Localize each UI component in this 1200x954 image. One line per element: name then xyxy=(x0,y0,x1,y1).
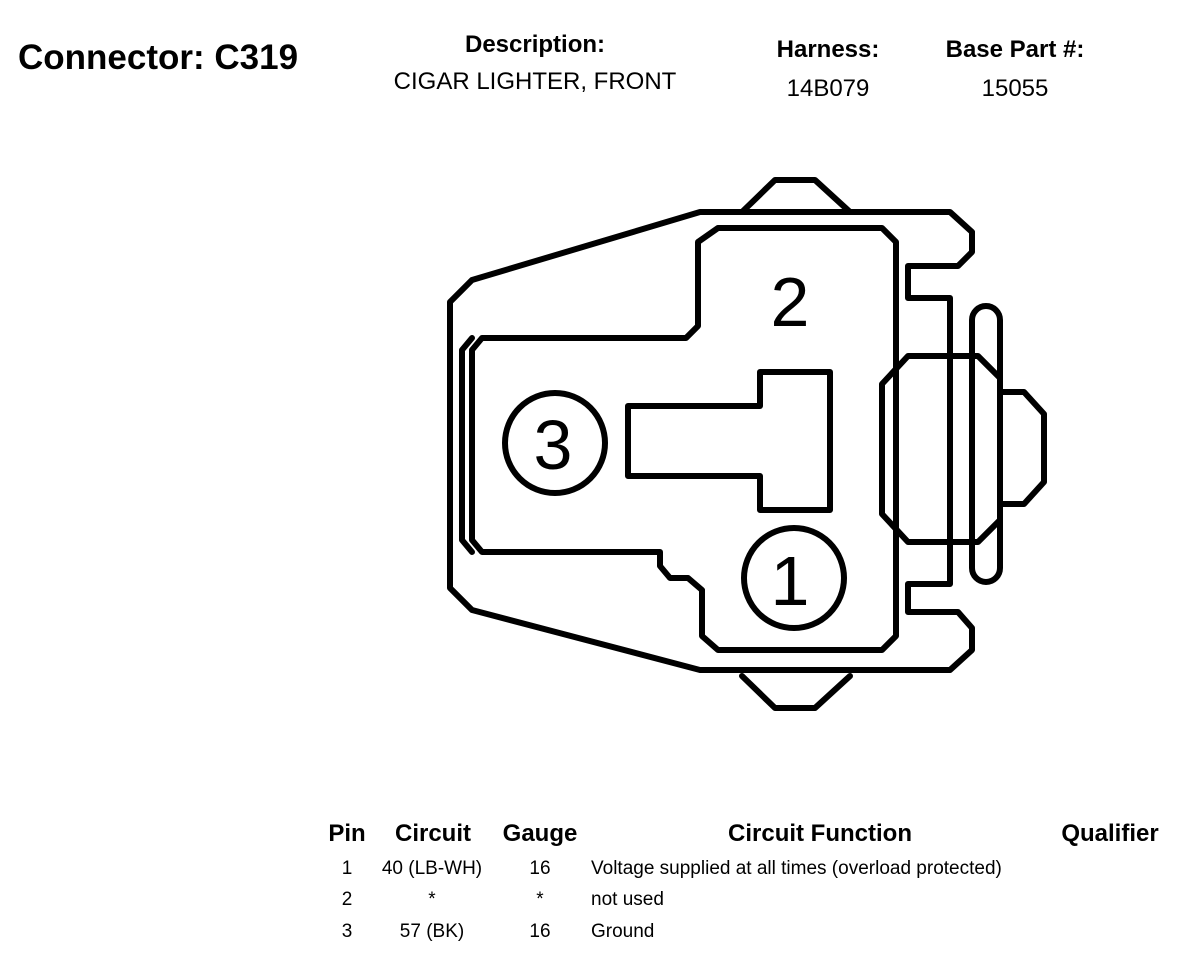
row-function: not used xyxy=(591,889,664,910)
table-header-pin: Pin xyxy=(328,820,366,847)
inner-housing xyxy=(469,225,899,653)
lock-button xyxy=(879,353,1047,545)
row-pin: 2 xyxy=(341,889,353,910)
pin-label-1: 1 xyxy=(771,542,810,620)
side-guide xyxy=(459,335,475,555)
row-pin: 1 xyxy=(341,858,353,879)
base-part-label: Base Part #: xyxy=(945,36,1085,63)
harness-label: Harness: xyxy=(776,36,880,63)
row-circuit: 40 (LB-WH) xyxy=(381,858,483,879)
base-part-value: 15055 xyxy=(981,75,1049,102)
outer-housing xyxy=(447,209,975,673)
row-gauge: * xyxy=(536,889,544,910)
row-gauge: 16 xyxy=(529,921,551,942)
table-header-function: Circuit Function xyxy=(728,820,912,847)
row-gauge: 16 xyxy=(529,858,551,879)
pin-label-3: 3 xyxy=(534,406,573,484)
table-header-qualifier: Qualifier xyxy=(1061,820,1159,847)
t-key xyxy=(625,369,833,513)
pin-cavity-1 xyxy=(741,525,847,631)
row-circuit: 57 (BK) xyxy=(399,921,465,942)
top-latch xyxy=(739,177,853,215)
description-label: Description: xyxy=(464,31,605,58)
bottom-latch xyxy=(739,673,853,711)
row-pin: 3 xyxy=(341,921,353,942)
description-value: CIGAR LIGHTER, FRONT xyxy=(393,68,677,95)
table-header-circuit: Circuit xyxy=(394,820,471,847)
pin-label-2: 2 xyxy=(771,263,810,341)
lock-rail xyxy=(969,303,1003,585)
row-function: Voltage supplied at all times (overload … xyxy=(591,858,1002,879)
pin-cavity-3 xyxy=(502,390,608,496)
row-function: Ground xyxy=(591,921,655,942)
table-header-gauge: Gauge xyxy=(502,820,578,847)
row-circuit: * xyxy=(428,889,436,910)
harness-value: 14B079 xyxy=(786,75,870,102)
connector-title: Connector: C319 xyxy=(18,38,299,77)
